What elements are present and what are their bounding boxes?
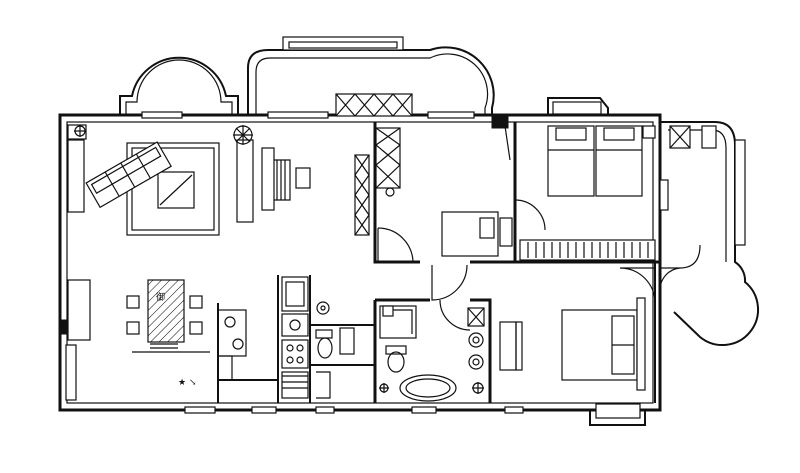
bay-window-bedroom bbox=[547, 97, 609, 115]
dining-area: 御 ★ ↘ bbox=[126, 279, 210, 388]
top-windows bbox=[141, 111, 509, 129]
corner-note: ★ ↘ bbox=[178, 378, 196, 388]
living-room bbox=[74, 125, 311, 236]
bay-window-left bbox=[119, 56, 239, 115]
interior-walls bbox=[218, 122, 660, 403]
balcony-top bbox=[247, 36, 495, 117]
kitchen bbox=[217, 276, 330, 399]
study-desk bbox=[441, 211, 513, 257]
bottom-windows bbox=[184, 406, 524, 414]
left-windows bbox=[59, 124, 91, 401]
main-bathroom bbox=[379, 305, 485, 402]
twin-bedroom bbox=[547, 125, 669, 211]
balcony-bottom bbox=[589, 403, 646, 426]
small-wc bbox=[315, 327, 355, 399]
dining-mark: 御 bbox=[156, 291, 165, 303]
master-bedroom bbox=[499, 297, 646, 391]
doors bbox=[377, 125, 656, 331]
wardrobe bbox=[519, 239, 656, 261]
right-annex bbox=[659, 121, 759, 347]
hall-cabinets bbox=[354, 127, 401, 236]
